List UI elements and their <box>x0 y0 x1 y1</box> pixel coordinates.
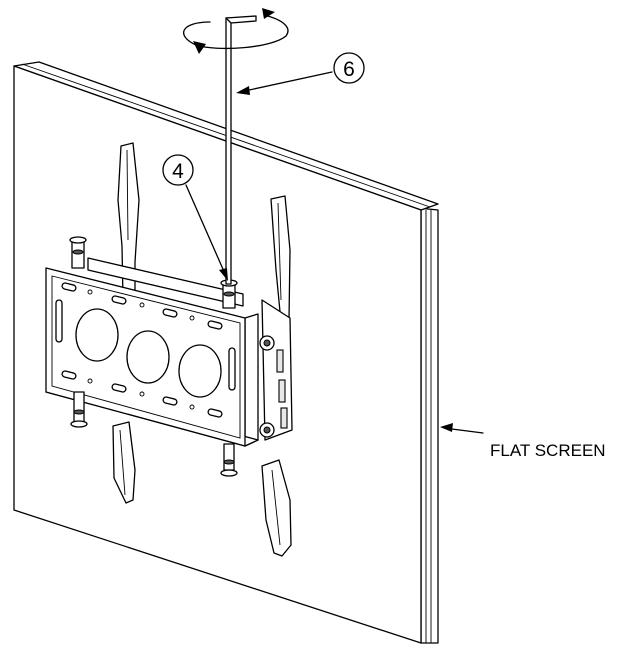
flat-screen-text: FLAT SCREEN <box>490 441 606 460</box>
callout-4-number: 4 <box>172 160 184 183</box>
right-rail <box>261 195 293 557</box>
callout-6: 6 <box>236 52 365 95</box>
top-channel <box>87 257 244 307</box>
left-rail <box>112 142 140 504</box>
allen-key <box>225 15 257 285</box>
mounting-plate <box>45 267 259 447</box>
rotation-arrow-icon <box>183 8 289 54</box>
callout-6-number: 6 <box>343 58 355 81</box>
flat-screen-label: FLAT SCREEN <box>440 423 606 460</box>
callout-4: 4 <box>162 154 228 281</box>
